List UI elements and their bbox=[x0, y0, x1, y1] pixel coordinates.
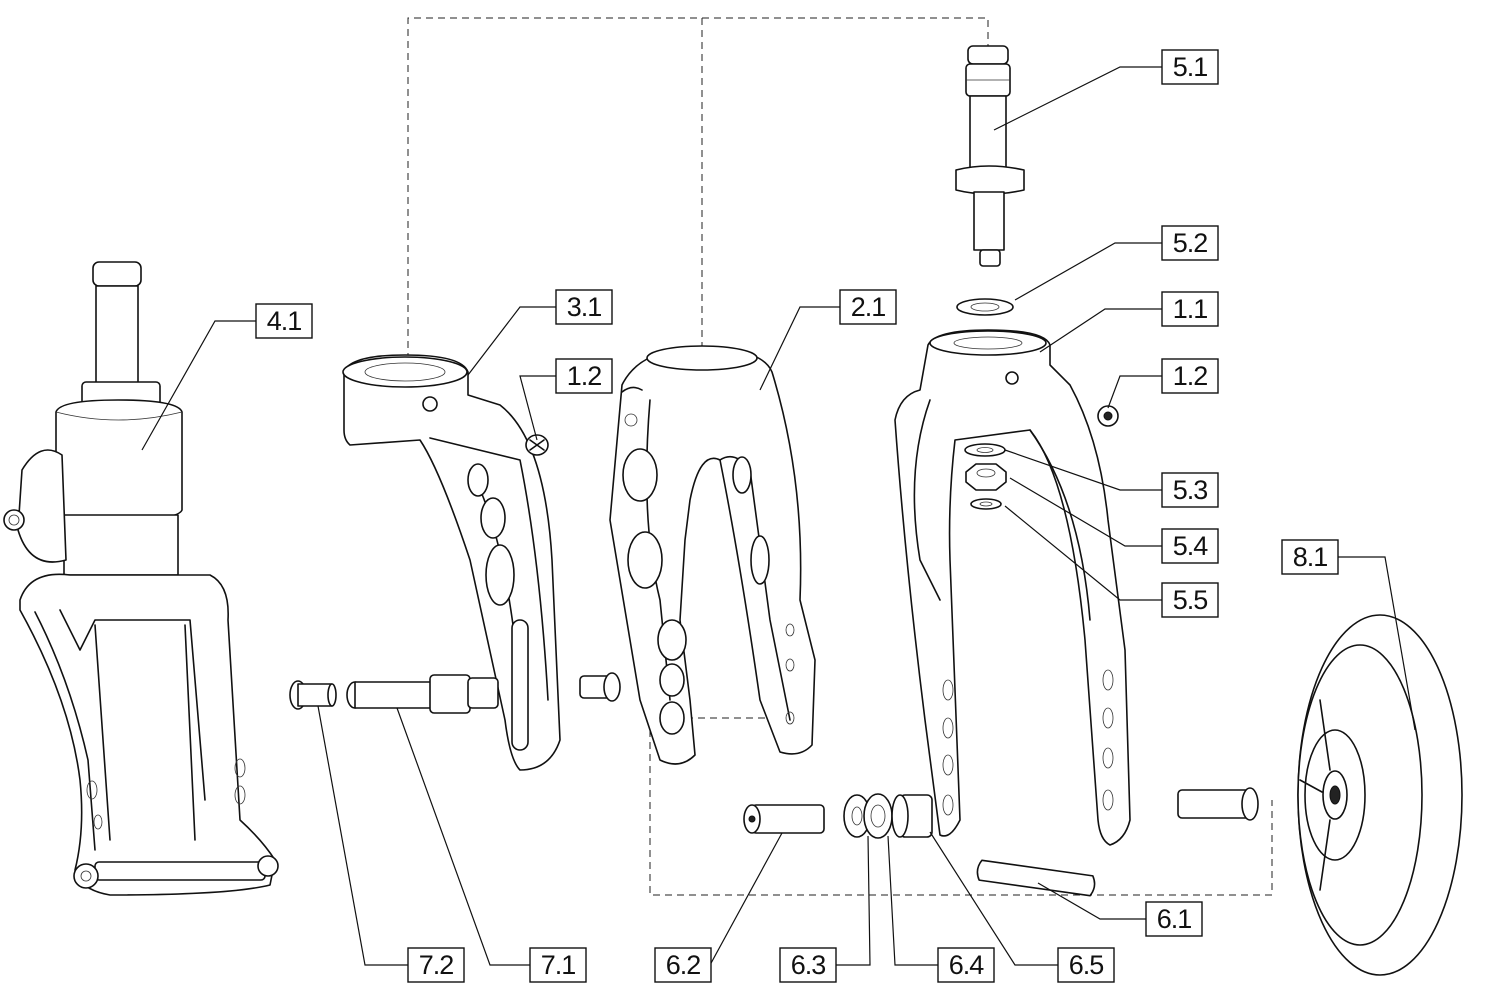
callout-6-5: 6.5 bbox=[1057, 947, 1115, 983]
callout-6-4: 6.4 bbox=[937, 947, 995, 983]
short-bolt-part bbox=[579, 672, 621, 702]
axle-bolt-left-part bbox=[289, 680, 337, 710]
callout-5-4-label: 5.4 bbox=[1173, 531, 1209, 561]
callout-5-5-label: 5.5 bbox=[1173, 585, 1208, 615]
washer-small-part bbox=[964, 443, 1006, 457]
callout-2-1-label: 2.1 bbox=[851, 292, 886, 322]
callout-6-5-label: 6.5 bbox=[1069, 950, 1104, 980]
upper-fork-half-part bbox=[342, 354, 561, 771]
callout-6-1: 6.1 bbox=[1145, 901, 1203, 937]
axle-pin-part bbox=[743, 804, 825, 834]
callout-7-2-label: 7.2 bbox=[419, 950, 454, 980]
callout-8-1-label: 8.1 bbox=[1293, 542, 1328, 572]
right-fork-part bbox=[894, 329, 1131, 846]
callout-7-1-label: 7.1 bbox=[541, 950, 576, 980]
fork-shell-part bbox=[609, 345, 816, 765]
callout-5-1-label: 5.1 bbox=[1173, 52, 1208, 82]
hex-nut-part bbox=[965, 463, 1007, 491]
dashed-alignment-lines bbox=[407, 17, 1273, 896]
callout-6-3: 6.3 bbox=[779, 947, 837, 983]
washer-part bbox=[956, 298, 1014, 316]
callout-2-1: 2.1 bbox=[839, 289, 897, 325]
axle-rod-part bbox=[976, 859, 1096, 897]
wheel-part bbox=[1297, 614, 1463, 976]
bearing-part bbox=[863, 793, 893, 839]
callout-4-1-label: 4.1 bbox=[267, 306, 302, 336]
bushing-part bbox=[891, 794, 933, 838]
set-screw-part-left bbox=[525, 434, 549, 456]
callout-1-2-right-label: 1.2 bbox=[1173, 361, 1208, 391]
callout-6-2: 6.2 bbox=[654, 947, 712, 983]
callout-5-2-label: 5.2 bbox=[1173, 228, 1208, 258]
callout-3-1: 3.1 bbox=[555, 289, 613, 325]
assembled-fork-part bbox=[3, 261, 279, 896]
callout-6-2-label: 6.2 bbox=[666, 950, 701, 980]
callout-1-2-left: 1.2 bbox=[555, 358, 613, 394]
callout-1-1-label: 1.1 bbox=[1173, 294, 1208, 324]
callout-5-4: 5.4 bbox=[1161, 528, 1219, 564]
callout-6-4-label: 6.4 bbox=[949, 950, 985, 980]
callout-5-3: 5.3 bbox=[1161, 472, 1219, 508]
callout-6-1-label: 6.1 bbox=[1157, 904, 1192, 934]
leader-lines bbox=[141, 66, 1416, 966]
callout-1-2-left-label: 1.2 bbox=[567, 361, 602, 391]
lock-washer-part bbox=[970, 498, 1002, 510]
callout-5-1: 5.1 bbox=[1161, 49, 1219, 85]
callout-7-2: 7.2 bbox=[407, 947, 465, 983]
callout-3-1-label: 3.1 bbox=[567, 292, 602, 322]
callout-5-5: 5.5 bbox=[1161, 582, 1219, 618]
callout-5-2: 5.2 bbox=[1161, 225, 1219, 261]
callout-4-1: 4.1 bbox=[255, 303, 313, 339]
set-screw-part-right bbox=[1097, 405, 1119, 427]
callout-1-2-right: 1.2 bbox=[1161, 358, 1219, 394]
callout-6-3-label: 6.3 bbox=[791, 950, 826, 980]
axle-sleeve-right-part bbox=[1177, 787, 1259, 821]
callout-5-3-label: 5.3 bbox=[1173, 475, 1208, 505]
callout-1-1: 1.1 bbox=[1161, 291, 1219, 327]
callout-8-1: 8.1 bbox=[1281, 539, 1339, 575]
axle-tube-left-part bbox=[346, 674, 499, 714]
stem-bolt-part bbox=[955, 45, 1025, 267]
callout-7-1: 7.1 bbox=[529, 947, 587, 983]
